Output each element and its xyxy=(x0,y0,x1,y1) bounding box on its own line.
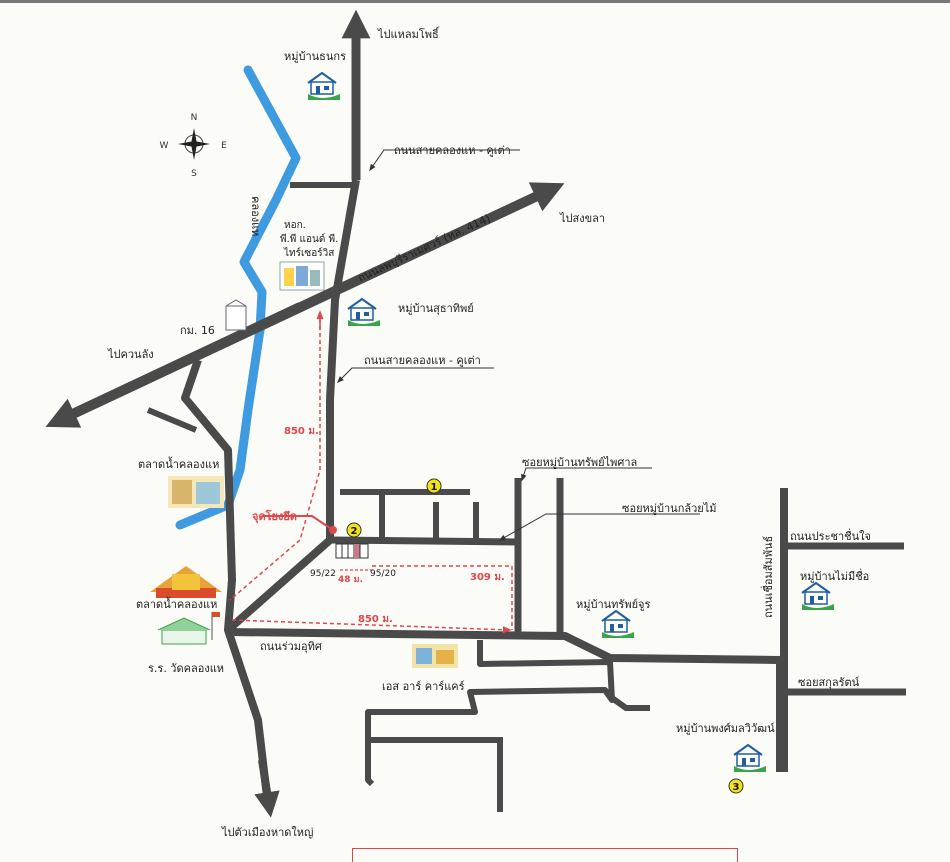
label-canal: คลองแห xyxy=(249,196,262,236)
label-road-sai-khlong-mid: ถนนสายคลองแห - คูเต่า xyxy=(364,354,481,367)
pointer-sai-khlong-mid xyxy=(337,367,494,383)
temple-icon xyxy=(150,566,222,598)
pointer-sai-khlong-top xyxy=(369,149,520,172)
road-west xyxy=(181,358,272,806)
label-soi-sakulrat: ซอยสกุลรัตน์ xyxy=(798,676,860,689)
pointer-soi-sap xyxy=(521,467,652,482)
label-dorm-2: พี.พี แอนด์ พี. xyxy=(280,233,338,245)
compass-w: W xyxy=(160,141,169,151)
road-highway-414-west xyxy=(45,302,303,428)
connect-point-line xyxy=(262,515,331,529)
road-south-grid xyxy=(365,640,615,787)
label-village-phongsomwiwat: หมู่บ้านพงศ์มลวิวัฒน์ xyxy=(676,722,775,735)
village-sap-charoen-icon xyxy=(601,610,635,639)
canal-line xyxy=(175,65,301,530)
label-to-hat-yai: ไปตัวเมืองหาดใหญ่ xyxy=(221,826,313,839)
label-floating-market: ตลาดน้ำคลองแห xyxy=(138,456,219,471)
label-floating-market-2: ตลาดน้ำคลองแห xyxy=(136,596,217,611)
km16-marker-icon xyxy=(225,299,247,331)
marker-3: 3 xyxy=(728,778,744,794)
label-dorm-3: ไทร์เซอร์วิส xyxy=(283,247,334,259)
compass-s: S xyxy=(191,169,197,179)
label-school: ร.ร. วัดคลองแห xyxy=(148,662,224,675)
label-house-9522: 95/22 xyxy=(310,569,336,579)
compass-n: N xyxy=(191,113,198,123)
village-thanakorn-icon xyxy=(307,72,341,101)
label-village-thanakorn: หมู่บ้านธนกร xyxy=(284,50,346,63)
compass-rose-icon xyxy=(178,128,210,160)
pointer-soi-kluay xyxy=(498,513,700,541)
label-soi-sap-phaisan: ซอยหมู่บ้านทรัพย์ไพศาล xyxy=(522,456,637,469)
bottom-frame xyxy=(352,848,738,862)
svg-text:2: 2 xyxy=(351,526,358,537)
road-south-grid-3 xyxy=(610,695,650,711)
route-850m-horizontal xyxy=(231,619,512,634)
village-mai-mi-chue-icon xyxy=(801,582,835,611)
road-small-branch xyxy=(146,407,198,433)
village-phongsomwiwat-icon xyxy=(733,744,767,773)
route-850m-vertical xyxy=(229,312,321,601)
label-village-mai-mi-chue: หมู่บ้านไม่มีชื่อ xyxy=(800,568,869,583)
road-main-center xyxy=(326,179,360,540)
label-dorm-1: หอก. xyxy=(284,220,306,231)
road-soi-main xyxy=(329,536,519,546)
label-to-laem-pho: ไปแหลมโพธิ์ xyxy=(377,26,440,41)
svg-text:1: 1 xyxy=(431,482,438,493)
label-village-sutthathip: หมู่บ้านสุธาทิพย์ xyxy=(398,302,474,315)
label-dist-309: 309 ม. xyxy=(470,572,505,583)
road-south-grid-2 xyxy=(368,737,503,812)
label-village-sap-charoen: หมู่บ้านทรัพย์จูร xyxy=(576,598,650,611)
label-dist-850-horizontal: 850 ม. xyxy=(358,614,393,625)
label-km16: กม. 16 xyxy=(180,324,215,337)
label-house-9520: 95/20 xyxy=(370,569,396,579)
road-ruam-uthit xyxy=(227,628,784,772)
connect-point-dot xyxy=(329,526,337,534)
label-to-khuan-lang: ไปควนลัง xyxy=(107,348,154,361)
label-sr-car-care: เอส อาร์ คาร์แคร์ xyxy=(382,680,465,693)
label-connect-point: จุดโยงยึด xyxy=(252,509,297,524)
house-cluster xyxy=(335,543,369,559)
label-soi-kluay-mai: ซอยหมู่บ้านกล้วยไม้ xyxy=(622,502,717,515)
svg-text:3: 3 xyxy=(733,782,740,793)
label-dist-48: 48 ม. xyxy=(338,575,363,585)
marker-2: 2 xyxy=(346,522,362,538)
label-highway-414: ถนนลพบุรีราเมศวร์ (ทล. 414) xyxy=(356,212,493,285)
marker-1: 1 xyxy=(426,478,442,494)
top-border xyxy=(0,0,950,3)
car-care-icon xyxy=(412,644,458,668)
route-309m xyxy=(372,565,513,630)
road-hat-yai-arrow xyxy=(254,759,280,818)
road-diagonal-sw xyxy=(225,537,333,633)
school-icon xyxy=(157,612,220,645)
floating-market-icon xyxy=(168,476,224,508)
label-road-prachachuen: ถนนประชาชื่นใจ xyxy=(790,528,871,543)
compass-e: E xyxy=(221,141,227,151)
label-road-sai-khlong-top: ถนนสายคลองแห - คูเต่า xyxy=(394,144,511,157)
dorm-building-icon xyxy=(279,261,325,291)
label-to-songkhla: ไปสงขลา xyxy=(559,212,605,225)
label-road-chuam-samphan: ถนนเชื่อมสัมพันธ์ xyxy=(760,536,775,618)
label-road-ruam-uthit: ถนนร่วมอุทิศ xyxy=(260,640,322,653)
label-dist-850-vertical: 850 ม. xyxy=(284,426,319,437)
village-sutthathip-icon xyxy=(347,298,381,327)
